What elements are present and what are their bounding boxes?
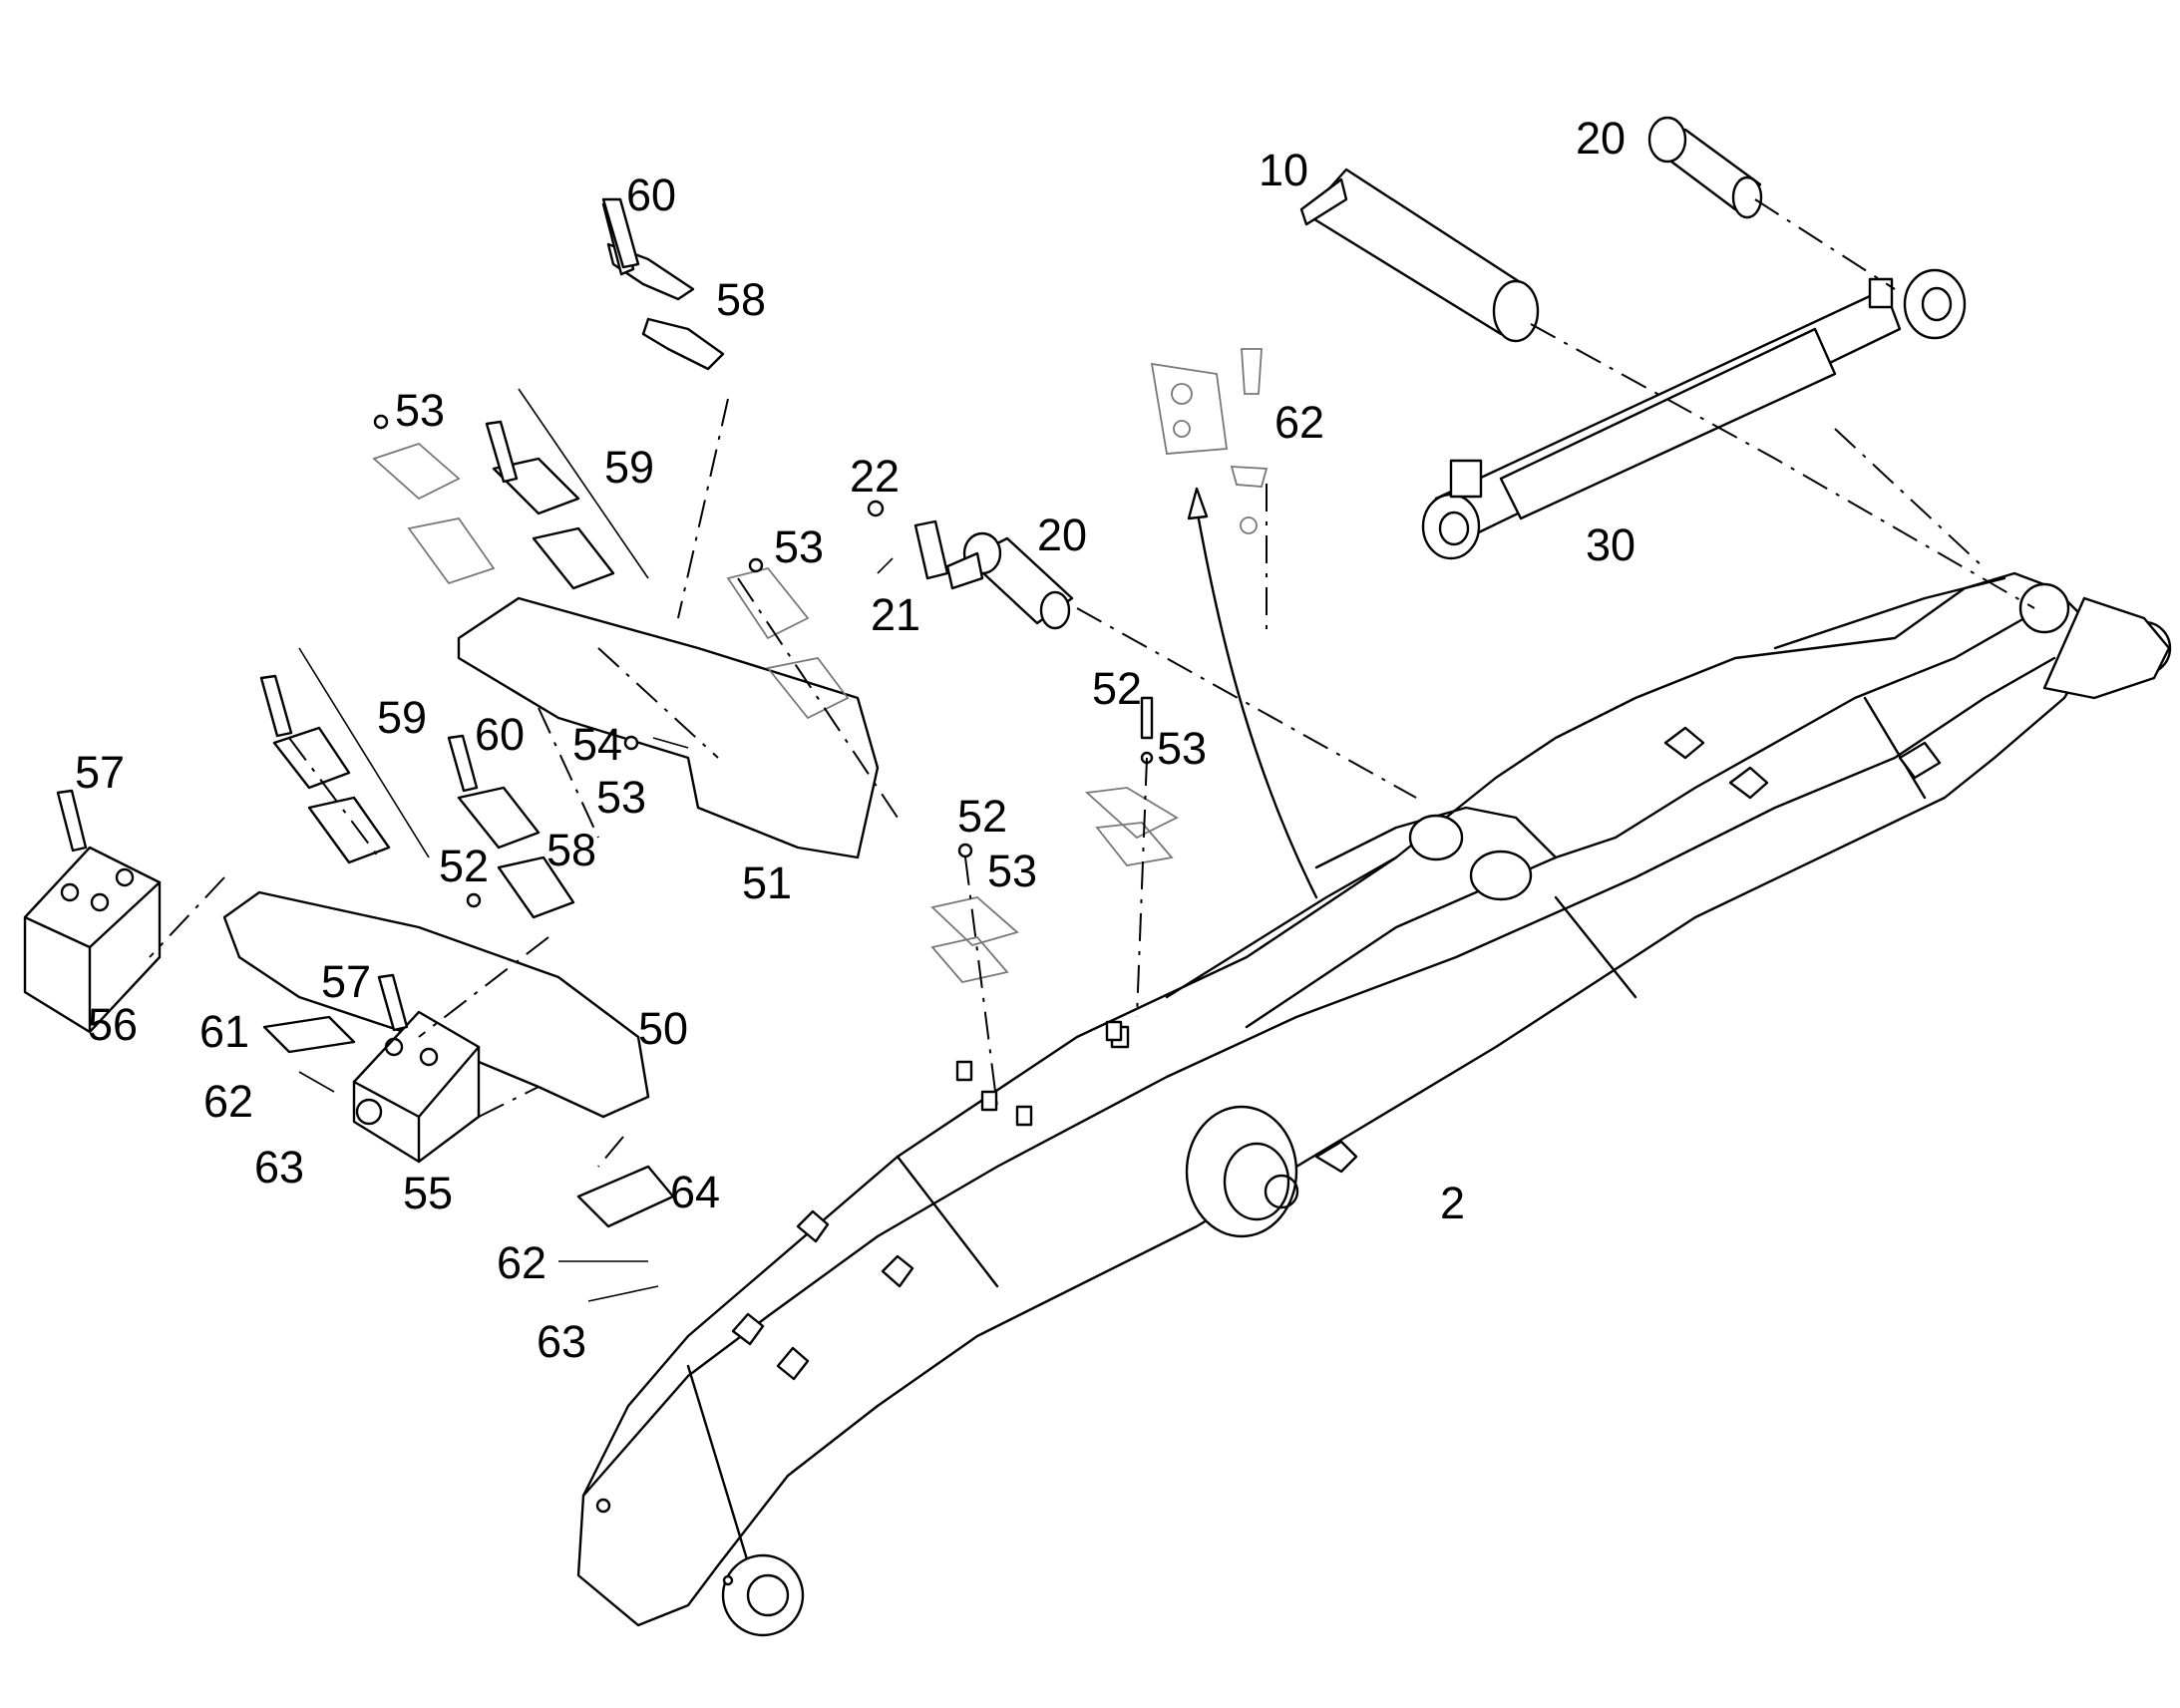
valve-block-55 [352, 1010, 481, 1164]
label-59-left: 59 [377, 692, 427, 743]
bolt-60-top [601, 197, 640, 269]
boom-arm [576, 571, 2172, 1637]
bolt-60-upper [485, 420, 519, 484]
label-60-middle: 60 [475, 709, 525, 760]
label-52-a: 52 [1092, 663, 1142, 714]
hydraulic-cylinder [1421, 268, 1967, 560]
label-62-top: 62 [1274, 397, 1324, 448]
label-52-c: 52 [957, 791, 1007, 842]
bolt-60-left [259, 674, 293, 738]
label-62-left: 62 [203, 1076, 253, 1127]
clip-64 [576, 1165, 675, 1228]
label-57-middle: 57 [321, 956, 371, 1007]
label-55: 55 [403, 1168, 453, 1218]
nut-22 [867, 500, 885, 517]
label-53-c: 53 [1157, 723, 1207, 774]
label-58-top: 58 [716, 274, 766, 325]
nut-54 [623, 735, 639, 751]
label-20-middle: 20 [1037, 510, 1087, 560]
valve-block-56 [23, 846, 162, 1034]
label-63-bottom: 63 [537, 1316, 586, 1367]
label-30: 30 [1586, 519, 1635, 570]
pin-20-top [1647, 116, 1763, 219]
label-10: 10 [1259, 145, 1308, 195]
label-59-upper: 59 [604, 442, 654, 493]
clip-61 [262, 1015, 356, 1054]
bolt-60-middle [447, 734, 479, 793]
bracket-plate-62 [1150, 348, 1269, 534]
label-58-middle: 58 [546, 825, 596, 875]
label-61: 61 [199, 1006, 249, 1057]
label-53-a: 53 [395, 385, 445, 436]
label-57-left: 57 [75, 747, 125, 798]
label-64: 64 [670, 1167, 720, 1217]
pin-10 [1299, 168, 1540, 343]
label-53-e: 53 [987, 846, 1037, 896]
bolt-57-middle [377, 973, 409, 1032]
label-53-d: 53 [596, 772, 646, 823]
label-22: 22 [850, 451, 900, 502]
label-21: 21 [871, 589, 920, 640]
label-53-b: 53 [774, 521, 824, 572]
label-60-top: 60 [626, 170, 676, 220]
label-50: 50 [638, 1003, 688, 1054]
clamps-52-53 [930, 696, 1179, 1042]
label-51: 51 [742, 857, 792, 908]
pin-20-middle [945, 531, 1074, 630]
label-52-b: 52 [439, 841, 489, 891]
washer-53-b [748, 557, 764, 573]
label-54: 54 [572, 719, 622, 770]
label-56: 56 [88, 999, 138, 1050]
part-labels: 60 58 53 59 53 22 20 21 10 20 62 30 52 5… [75, 113, 1635, 1367]
leader-lines [149, 198, 2035, 1302]
washer-53 [373, 414, 389, 430]
label-62-bottom: 62 [497, 1237, 546, 1288]
link-21 [913, 519, 949, 580]
label-2: 2 [1440, 1178, 1465, 1228]
label-63-left: 63 [254, 1142, 304, 1193]
label-20-top: 20 [1576, 113, 1626, 164]
bolt-57-left [56, 789, 88, 853]
nut-52 [466, 892, 482, 908]
plate-51 [372, 442, 880, 859]
